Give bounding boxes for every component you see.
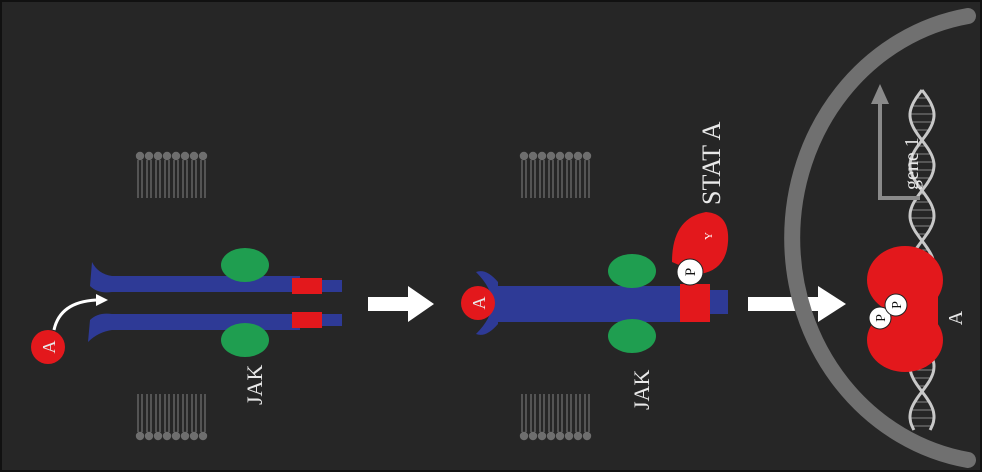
phospho-dimer-2 (884, 293, 908, 317)
kinase-domain-2 (680, 284, 710, 322)
transcription-arrow-icon (871, 84, 920, 200)
stat-protein (672, 212, 729, 274)
phospho-dimer-2-label: P (890, 301, 905, 309)
jak-lower-2 (608, 319, 656, 353)
receptor-tail-lower (322, 314, 342, 326)
phospho-dimer-1 (868, 306, 892, 330)
kinase-domain-lower (292, 312, 322, 328)
phospho-site-label: Y (703, 232, 715, 240)
receptor-tail-2 (710, 290, 728, 314)
membrane-1 (135, 151, 208, 441)
ligand-2 (461, 286, 495, 320)
ligand-label-1: A (39, 341, 59, 354)
ligand-1 (31, 330, 65, 364)
jak-label-1: JAK (242, 365, 267, 405)
nuclear-envelope (784, 8, 976, 468)
stat-dimer-binding (912, 286, 938, 346)
dimer-label: A (945, 310, 967, 325)
stat-label: STAT A (697, 121, 726, 205)
curved-arrow-head-icon (96, 294, 108, 306)
kinase-domain-upper (292, 278, 322, 294)
phospho-stat-label: P (683, 268, 699, 276)
receptor-lower-chain (88, 313, 300, 342)
gene-label: gene 1 (901, 137, 923, 190)
receptor-upper-chain (90, 262, 300, 293)
jak-lower-1 (221, 323, 269, 357)
phospho-stat (676, 258, 704, 286)
curved-arrow-icon (52, 298, 97, 331)
receptor-1 (88, 262, 342, 342)
receptor-2 (476, 271, 728, 335)
jak-label-2: JAK (629, 370, 654, 410)
membrane-2 (519, 151, 592, 441)
ligand-label-2: A (469, 297, 489, 310)
receptor-tail-upper (322, 280, 342, 292)
jak-upper-1 (221, 248, 269, 282)
receptor-body-2 (492, 286, 684, 322)
jak-upper-2 (608, 254, 656, 288)
phospho-dimer-1-label: P (874, 314, 889, 322)
right-arrow-icon (368, 286, 434, 322)
